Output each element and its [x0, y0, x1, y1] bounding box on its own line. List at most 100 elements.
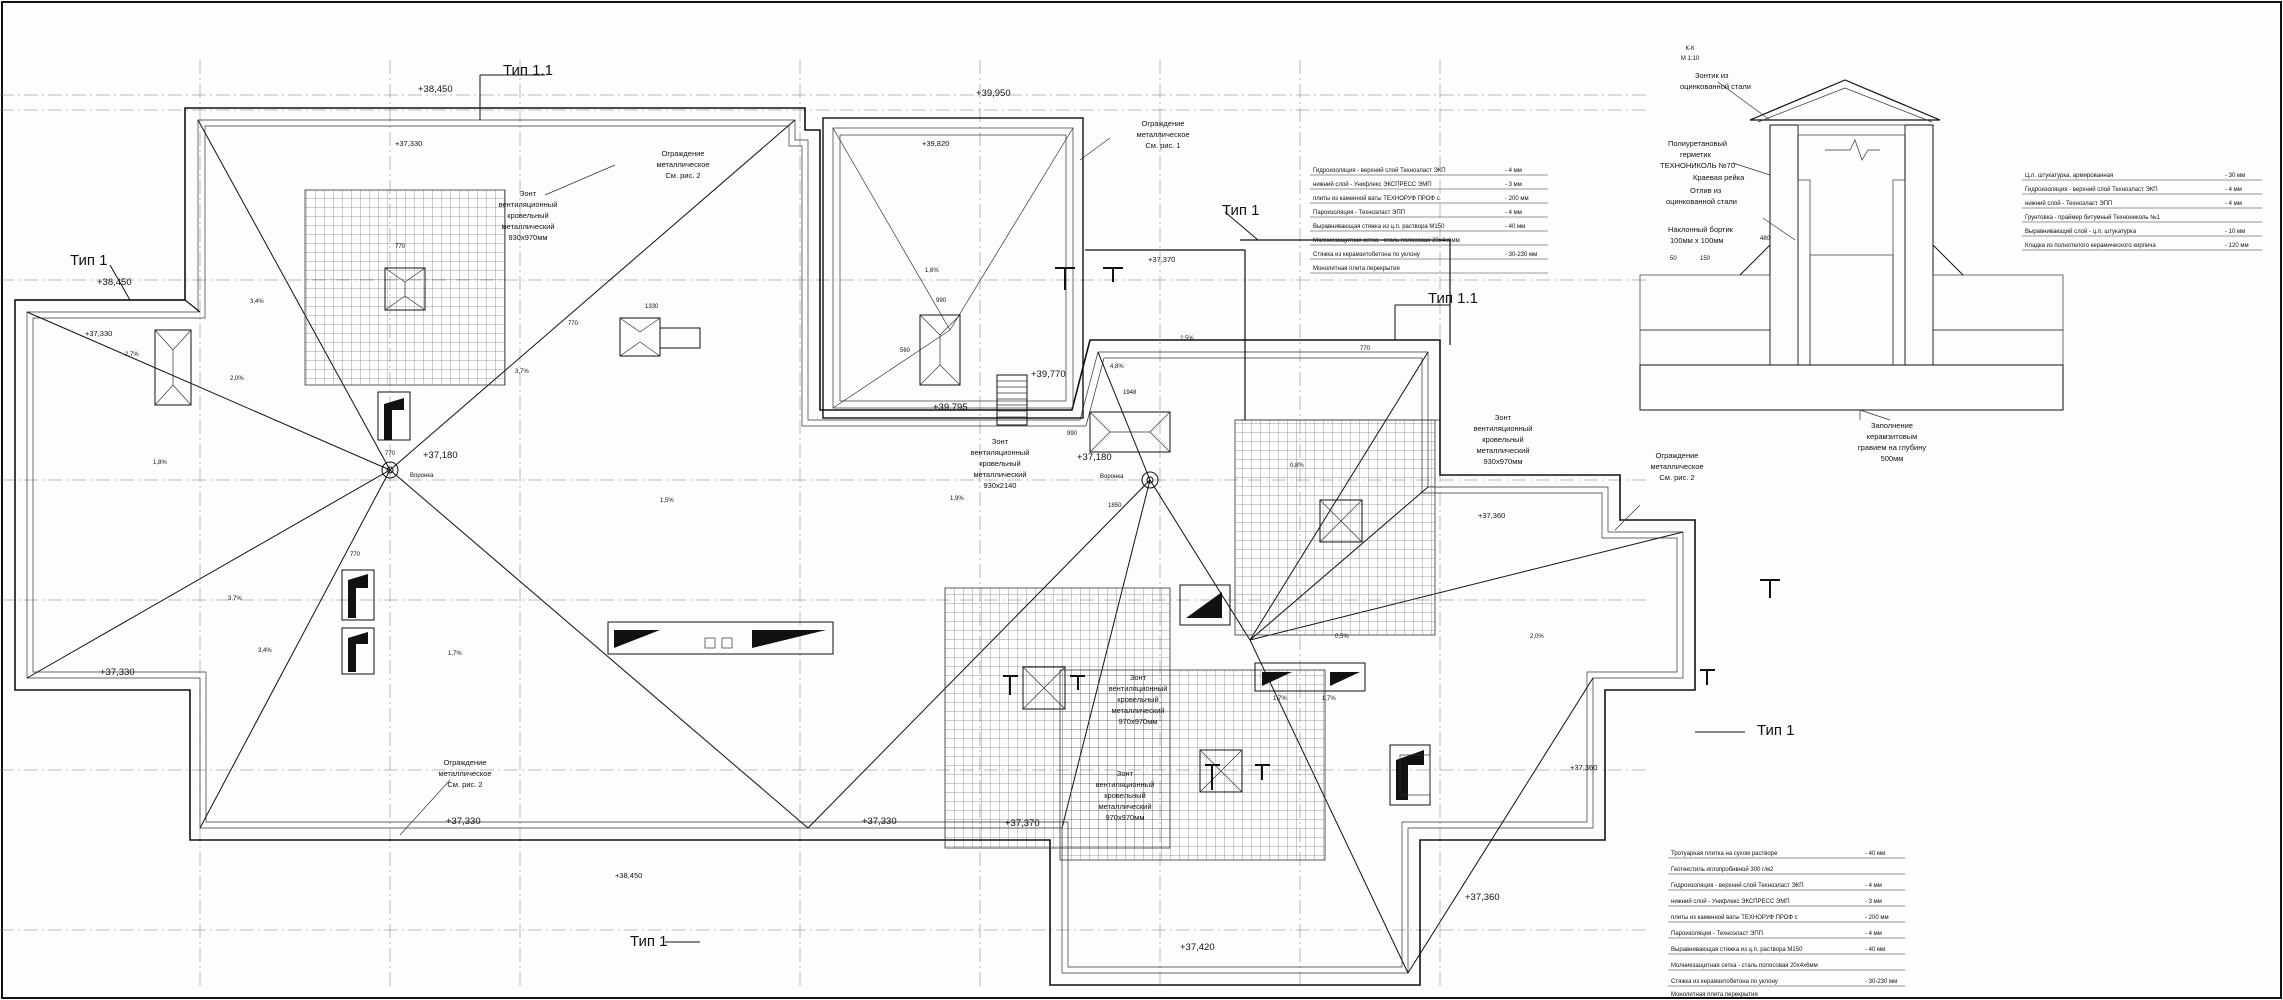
svg-text:560: 560 [900, 348, 911, 354]
svg-text:ТЕХНОНИКОЛЬ №70: ТЕХНОНИКОЛЬ №70 [1660, 161, 1735, 170]
funnel-label-2: Воронка [1100, 474, 1124, 480]
svg-text:+39,795: +39,795 [933, 402, 968, 413]
svg-text:Гидроизоляция - верхний слой Т: Гидроизоляция - верхний слой Техноэласт … [2025, 186, 2158, 193]
svg-text:Наклонный бортик: Наклонный бортик [1668, 225, 1734, 234]
vent-hood-8 [1089, 411, 1171, 453]
svg-text:1,7%: 1,7% [1273, 696, 1287, 702]
callout-type1-right: Тип 1 [1757, 722, 1795, 739]
svg-text:2,7%: 2,7% [125, 352, 139, 358]
callout-type11-top: Тип 1.1 [503, 62, 553, 79]
svg-text:+37,330: +37,330 [85, 329, 112, 338]
wall-layers-table: Ц.п. штукатурка, армированная- 30 мм Гид… [2022, 173, 2262, 251]
funnel-label-1: Воронка [410, 473, 434, 479]
svg-text:вентиляционный: вентиляционный [971, 448, 1030, 457]
svg-text:+37,330: +37,330 [446, 816, 481, 827]
svg-text:- 3 мм: - 3 мм [1865, 899, 1882, 905]
vent-hood-4 [619, 317, 701, 357]
vent-label-3: Зонт вентиляционный кровельный металличе… [1474, 413, 1533, 466]
svg-text:Отлив из: Отлив из [1690, 186, 1722, 195]
svg-text:плиты из каменной ваты ТЕХНОРУ: плиты из каменной ваты ТЕХНОРУФ ПРОФ с [1313, 195, 1440, 202]
fence-label-1: Ограждение металлическое См. рис. 2 [656, 149, 709, 180]
svg-text:+37,370: +37,370 [1148, 255, 1175, 264]
svg-text:3,7%: 3,7% [515, 369, 529, 375]
svg-text:- 4 мм: - 4 мм [2225, 201, 2242, 207]
svg-text:2,5%: 2,5% [1180, 336, 1194, 342]
svg-text:М 1:10: М 1:10 [1681, 56, 1700, 62]
svg-text:Монолитная плита перекрытия: Монолитная плита перекрытия [1671, 992, 1758, 998]
svg-text:+37,360: +37,360 [1465, 892, 1500, 903]
svg-text:Ограждение: Ограждение [662, 149, 705, 158]
svg-text:металлическое: металлическое [1136, 130, 1189, 139]
svg-text:0,8%: 0,8% [1290, 463, 1304, 469]
svg-text:770: 770 [1360, 346, 1371, 352]
svg-text:См. рис. 2: См. рис. 2 [1659, 473, 1694, 482]
svg-text:Геотекстиль иглопробивной 300: Геотекстиль иглопробивной 300 г/м2 [1671, 866, 1774, 873]
svg-text:2,0%: 2,0% [230, 376, 244, 382]
svg-text:930х2140: 930х2140 [984, 481, 1017, 490]
vent-hood-2 [154, 329, 192, 406]
svg-text:К-К: К-К [1686, 46, 1695, 52]
svg-text:металлическое: металлическое [656, 160, 709, 169]
svg-text:1,8%: 1,8% [153, 460, 167, 466]
svg-text:Ограждение: Ограждение [1656, 451, 1699, 460]
svg-text:нижний слой - Унифлекс ЭКСПРЕС: нижний слой - Унифлекс ЭКСПРЕСС ЭМП [1313, 181, 1432, 188]
svg-text:1,6%: 1,6% [925, 268, 939, 274]
svg-text:металлический: металлический [501, 222, 554, 231]
svg-text:+37,360: +37,360 [1478, 511, 1505, 520]
svg-text:2,0%: 2,0% [1530, 634, 1544, 640]
svg-text:- 3 мм: - 3 мм [1505, 182, 1522, 188]
roof-drains [381, 461, 1159, 489]
svg-text:+37,330: +37,330 [862, 816, 897, 827]
svg-text:Пароизоляция - Техноэласт ЭПП: Пароизоляция - Техноэласт ЭПП [1313, 210, 1405, 216]
svg-text:+38,450: +38,450 [418, 84, 453, 95]
roof-layers-table: Гидроизоляция - верхний слой Техноэласт … [1310, 167, 1548, 274]
svg-text:плиты из каменной ваты ТЕХНОРУ: плиты из каменной ваты ТЕХНОРУФ ПРОФ с [1671, 914, 1798, 921]
svg-text:Грунтовка - праймер битумный Т: Грунтовка - праймер битумный Технониколь… [2025, 214, 2161, 221]
svg-text:- 30-230 мм: - 30-230 мм [1505, 252, 1537, 258]
svg-text:Выравнивающая стяжка из ц.п. р: Выравнивающая стяжка из ц.п. раствора М1… [1671, 947, 1803, 953]
svg-text:+37,180: +37,180 [1077, 452, 1112, 463]
svg-text:500мм: 500мм [1881, 454, 1904, 463]
svg-text:Ограждение: Ограждение [1142, 119, 1185, 128]
svg-text:970х970мм: 970х970мм [1105, 813, 1144, 822]
svg-text:1,7%: 1,7% [1322, 696, 1336, 702]
svg-text:- 40 мм: - 40 мм [1505, 224, 1525, 230]
svg-text:Стяжка из керамзитобетона по у: Стяжка из керамзитобетона по уклону [1671, 979, 1778, 985]
callout-type1-bottom: Тип 1 [630, 933, 668, 950]
svg-text:1850: 1850 [1108, 503, 1122, 509]
svg-text:1,9%: 1,9% [950, 496, 964, 502]
svg-text:кровельный: кровельный [1104, 791, 1145, 800]
svg-text:- 10 мм: - 10 мм [2225, 229, 2245, 235]
svg-text:Монолитная плита перекрытия: Монолитная плита перекрытия [1313, 266, 1400, 272]
svg-text:4,8%: 4,8% [1110, 364, 1124, 370]
svg-text:- 30 мм: - 30 мм [2225, 173, 2245, 179]
svg-text:+37,330: +37,330 [395, 139, 422, 148]
svg-text:Заполнение: Заполнение [1871, 421, 1913, 430]
svg-text:1,5%: 1,5% [660, 498, 674, 504]
svg-text:970х970мм: 970х970мм [1118, 717, 1157, 726]
fence-label-3: Ограждение металлическое См. рис. 2 [1650, 451, 1703, 482]
svg-text:- 40 мм: - 40 мм [1865, 851, 1885, 857]
svg-text:кровельный: кровельный [1117, 695, 1158, 704]
roof-hatches [341, 391, 1431, 806]
svg-text:1330: 1330 [645, 304, 659, 310]
vent-label-4: Зонт вентиляционный кровельный металличе… [1109, 673, 1168, 726]
svg-text:Выравнивающий слой - ц.п. штук: Выравнивающий слой - ц.п. штукатурка [2025, 228, 2137, 235]
terrace-layers-table: Тротуарная плитка на сухом растворе- 40 … [1668, 851, 1905, 998]
svg-text:770: 770 [350, 552, 361, 558]
fence-label-2: Ограждение металлическое См. рис. 1 [1136, 119, 1189, 150]
svg-text:металлический: металлический [1111, 706, 1164, 715]
svg-text:+37,360: +37,360 [1570, 763, 1597, 772]
svg-text:+39,770: +39,770 [1031, 369, 1066, 380]
svg-text:Молниезащитная сетка - сталь п: Молниезащитная сетка - сталь полосовая 2… [1671, 963, 1818, 969]
svg-text:гравием на глубину: гравием на глубину [1858, 443, 1926, 452]
svg-text:металлическое: металлическое [1650, 462, 1703, 471]
svg-text:Гидроизоляция - верхний слой Т: Гидроизоляция - верхний слой Техноэласт … [1671, 882, 1804, 889]
svg-text:металлический: металлический [1476, 446, 1529, 455]
svg-text:Зонт: Зонт [520, 189, 537, 198]
svg-text:Зонт: Зонт [1117, 769, 1134, 778]
vent-hood-7 [1199, 749, 1243, 793]
